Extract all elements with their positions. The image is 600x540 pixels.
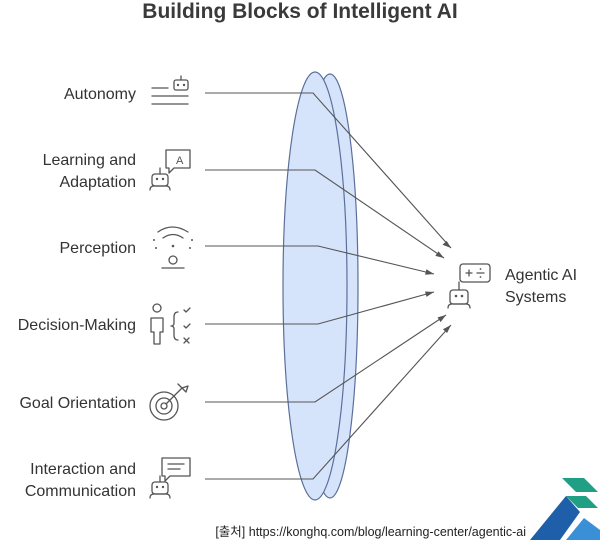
arrowhead-autonomy bbox=[442, 240, 451, 248]
connector-perception bbox=[205, 245, 435, 275]
arrowhead-decision bbox=[425, 291, 434, 297]
input-item-goal: Goal Orientation bbox=[19, 383, 189, 421]
output-label-1: Agentic AI bbox=[505, 267, 577, 284]
brand-logo bbox=[530, 478, 600, 540]
connector-goal bbox=[205, 314, 447, 403]
arrowhead-learning bbox=[435, 251, 444, 258]
robot-chat-icon bbox=[149, 457, 191, 499]
input-label-learning-2: Adaptation bbox=[59, 174, 136, 191]
output-label-2: Systems bbox=[505, 289, 566, 306]
person-checklist-icon bbox=[150, 303, 191, 345]
lens bbox=[282, 71, 359, 501]
input-item-decision: Decision-Making bbox=[18, 303, 191, 345]
input-label-interaction-1: Interaction and bbox=[30, 461, 136, 478]
input-item-learning: Learning and Adaptation A bbox=[43, 149, 191, 191]
input-label-decision: Decision-Making bbox=[18, 317, 136, 334]
robot-calculator-icon bbox=[447, 263, 491, 309]
input-item-interaction: Interaction and Communication bbox=[25, 457, 191, 500]
connector-decision bbox=[205, 291, 435, 325]
robot-learning-icon: A bbox=[149, 149, 191, 191]
input-label-interaction-2: Communication bbox=[25, 483, 136, 500]
connector-learning bbox=[205, 169, 445, 259]
connector-interaction bbox=[205, 324, 452, 480]
arrowhead-goal bbox=[437, 315, 446, 323]
arrowheads bbox=[425, 240, 451, 333]
input-label-goal: Goal Orientation bbox=[19, 395, 136, 412]
svg-text:A: A bbox=[176, 155, 184, 167]
arrowhead-interaction bbox=[442, 325, 451, 333]
source-caption: [출처] https://konghq.com/blog/learning-ce… bbox=[215, 525, 526, 539]
diagram-title: Building Blocks of Intelligent AI bbox=[142, 0, 457, 23]
input-item-perception: Perception bbox=[60, 226, 193, 269]
arrowhead-perception bbox=[425, 269, 434, 275]
target-arrow-icon bbox=[149, 383, 189, 421]
perception-radar-icon bbox=[153, 226, 193, 269]
input-label-learning-1: Learning and bbox=[43, 152, 136, 169]
connector-autonomy bbox=[205, 92, 452, 249]
input-label-perception: Perception bbox=[60, 240, 137, 257]
input-label-autonomy: Autonomy bbox=[64, 86, 136, 103]
connectors bbox=[205, 92, 452, 480]
robot-list-icon bbox=[151, 75, 189, 105]
output-target: Agentic AI Systems bbox=[447, 263, 577, 309]
input-item-autonomy: Autonomy bbox=[64, 75, 189, 105]
